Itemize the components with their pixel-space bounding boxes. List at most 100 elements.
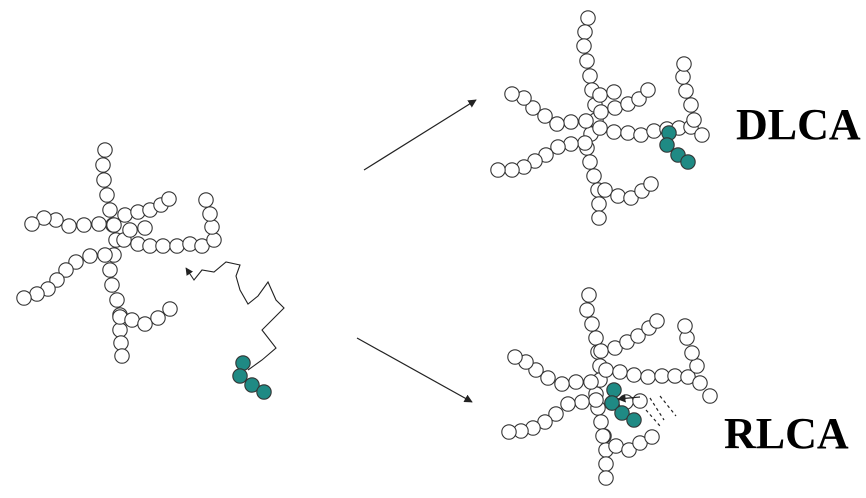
particle (109, 292, 125, 308)
particle (549, 116, 565, 132)
aggregate-particle (232, 368, 248, 384)
particle (112, 322, 128, 338)
particle (504, 86, 520, 102)
particle (528, 362, 544, 378)
particle (606, 84, 622, 100)
particle (640, 369, 656, 385)
particle (612, 364, 628, 380)
aggregate-particle (606, 382, 622, 398)
particle (607, 100, 623, 116)
particle (206, 232, 222, 248)
rlca-dash-trace (659, 395, 677, 417)
particle (583, 374, 599, 390)
particle (563, 114, 579, 130)
particle (560, 396, 576, 412)
arrow-to-rlca (356, 337, 473, 403)
particle (204, 219, 220, 235)
rlca-approach-arrow (617, 394, 641, 403)
particle (574, 394, 590, 410)
particle (632, 393, 648, 409)
particle (24, 216, 40, 232)
particle (568, 374, 584, 390)
paths-layer (185, 99, 677, 427)
particle (507, 349, 523, 365)
particle (99, 187, 115, 203)
aggregate-particle (256, 384, 272, 400)
particle (667, 368, 683, 384)
particle (16, 290, 32, 306)
particle (102, 202, 118, 218)
aggregate-particle (680, 154, 696, 170)
particle (689, 358, 705, 374)
particle (643, 176, 659, 192)
particle (58, 262, 74, 278)
particle (113, 335, 129, 351)
particle (654, 368, 670, 384)
particle (595, 428, 611, 444)
rlca-dash-trace (649, 397, 665, 421)
particle (623, 190, 639, 206)
particle (91, 216, 107, 232)
particle (694, 127, 710, 143)
particle (155, 238, 171, 254)
particle (588, 330, 604, 346)
dlca-aggregate (659, 125, 696, 170)
dlca-cluster (490, 10, 710, 226)
particle (202, 206, 218, 222)
particle (582, 68, 598, 84)
particle (537, 108, 553, 124)
particle (644, 429, 660, 445)
particle (97, 247, 113, 263)
particle (676, 56, 692, 72)
particle (29, 286, 45, 302)
particle (96, 172, 112, 188)
initial-aggregate (232, 355, 272, 400)
particle (593, 104, 609, 120)
particle (586, 168, 602, 184)
particle (548, 406, 564, 422)
particle (76, 217, 92, 233)
random-walk-path (185, 261, 285, 371)
aggregate-particle (244, 377, 260, 393)
particle (162, 301, 178, 317)
particle (610, 188, 626, 204)
particle (169, 238, 185, 254)
particle (606, 124, 622, 140)
particle (102, 262, 118, 278)
particle (598, 470, 614, 486)
particle (82, 248, 98, 264)
arrow-to-dlca (363, 99, 477, 171)
particle (61, 218, 77, 234)
particle (490, 162, 506, 178)
particle (578, 113, 594, 129)
particle (137, 220, 153, 236)
particle (646, 123, 662, 139)
particle (649, 313, 665, 329)
particle (598, 362, 614, 378)
particle (106, 217, 122, 233)
particle (630, 328, 646, 344)
particle (97, 142, 113, 158)
particle (540, 370, 556, 386)
particle (504, 162, 520, 178)
aggregate-particle (659, 137, 675, 153)
particle (686, 112, 702, 128)
particle (591, 210, 607, 226)
particle (592, 120, 608, 136)
particle (675, 69, 691, 85)
particle (114, 348, 130, 364)
particle (579, 53, 595, 69)
particle (580, 10, 596, 26)
particle (593, 414, 609, 430)
clusters-layer (16, 10, 718, 486)
particle (142, 238, 158, 254)
particle (68, 254, 84, 270)
particle (117, 207, 133, 223)
particle (598, 456, 614, 472)
particle (677, 318, 693, 334)
particle (554, 376, 570, 392)
particle (588, 392, 604, 408)
particle (95, 157, 111, 173)
particle (525, 100, 541, 116)
